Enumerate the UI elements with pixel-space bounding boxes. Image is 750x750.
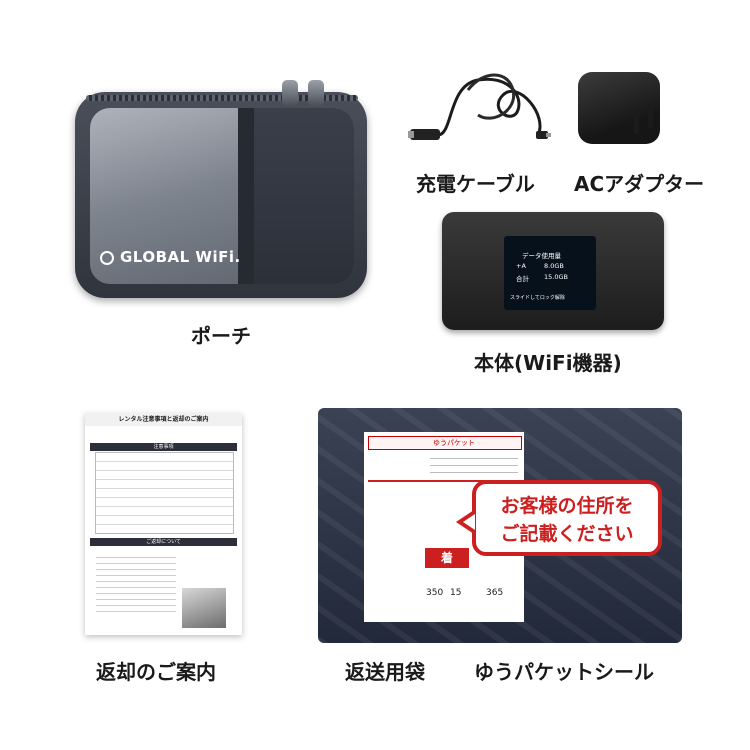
pouch-zipper	[86, 95, 358, 101]
pouch-strap	[238, 108, 254, 284]
caption-bag: 返送用袋	[345, 660, 425, 684]
adapter-prong	[648, 106, 653, 128]
leaflet-photo	[182, 588, 226, 628]
charging-cable-image	[408, 73, 551, 140]
adapter-prong	[634, 112, 639, 134]
pouch-logo: GLOBAL WiFi.	[100, 248, 241, 266]
caption-pouch: ポーチ	[191, 324, 251, 348]
leaflet-section-heading: ご返却について	[90, 538, 237, 546]
caption-device: 本体(WiFi機器)	[474, 351, 622, 375]
label-header: ゆうパケット	[368, 436, 522, 450]
label-divider	[368, 480, 520, 482]
leaflet-section-heading: 注意事項	[90, 443, 237, 451]
zipper-pull-icon	[308, 80, 324, 106]
label-weight-row: 350 15 365	[426, 588, 504, 598]
pouch-band	[238, 108, 354, 284]
callout-line-1: お客様の住所を	[500, 495, 634, 517]
leaflet-notes-table	[95, 452, 234, 534]
caption-label: ゆうパケットシール	[474, 660, 654, 684]
label-address-lines	[430, 452, 518, 474]
leaflet-title: レンタル注意事項と返却のご案内	[85, 413, 242, 426]
leaflet-text-lines	[96, 552, 176, 612]
zipper-pull-icon	[282, 80, 298, 106]
callout-line-2: ご記載ください	[500, 523, 634, 545]
ac-adapter-image	[578, 72, 660, 144]
globe-icon	[100, 251, 114, 265]
caption-adapter: ACアダプター	[574, 172, 705, 196]
address-callout: お客様の住所を ご記載ください	[472, 480, 662, 556]
label-chaku-stamp: 着	[425, 548, 469, 568]
caption-cable: 充電ケーブル	[416, 172, 535, 196]
caption-guide: 返却のご案内	[96, 660, 216, 684]
device-screen: データ使用量 +A 8.0GB 合計 15.0GB スライドしてロック解除	[504, 236, 596, 310]
callout-tail-inner	[463, 514, 475, 530]
